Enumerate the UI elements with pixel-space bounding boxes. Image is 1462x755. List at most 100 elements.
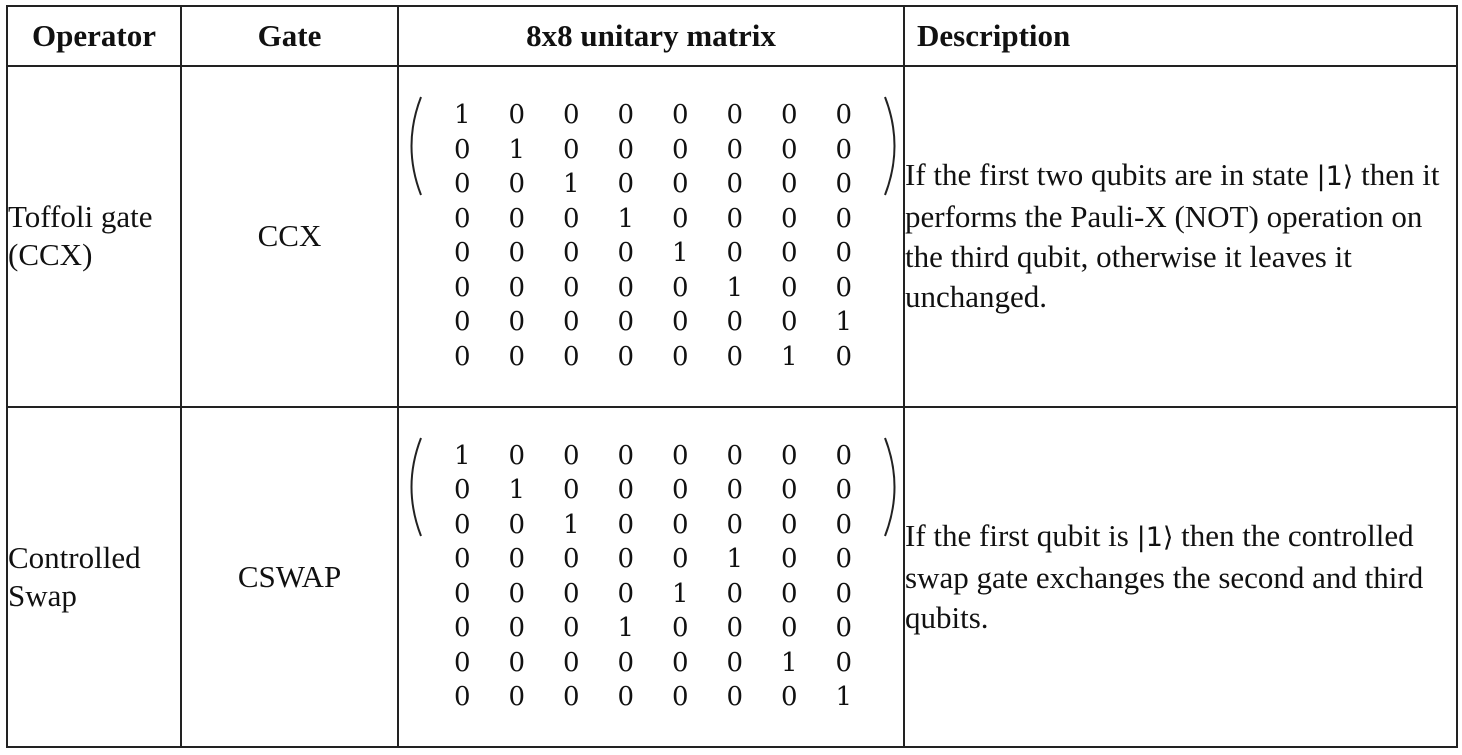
matrix-entry: 1 <box>835 682 853 713</box>
matrix-entry: 0 <box>835 100 853 131</box>
matrix-entry: 1 <box>508 475 526 506</box>
matrix-entry: 0 <box>780 682 798 713</box>
matrix-entry: 0 <box>835 169 853 200</box>
matrix-entry: 0 <box>671 272 689 303</box>
header-row: Operator Gate 8x8 unitary matrix Descrip… <box>6 5 1458 67</box>
matrix-entry: 0 <box>726 134 744 165</box>
matrix-entry: 0 <box>671 307 689 338</box>
matrix-entry: 0 <box>835 272 853 303</box>
header-description: Description <box>903 5 1458 67</box>
matrix-entry: 0 <box>835 341 853 372</box>
matrix-entry: 0 <box>617 341 635 372</box>
matrix-entry: 0 <box>671 100 689 131</box>
matrix-entry: 0 <box>508 341 526 372</box>
ket-one-symbol: |1⟩ <box>1136 521 1174 553</box>
matrix-entry: 0 <box>780 169 798 200</box>
matrix-entry: 0 <box>780 509 798 540</box>
matrix-entry: 0 <box>562 475 580 506</box>
gate-cell: CCX <box>180 65 399 408</box>
matrix-entry: 0 <box>562 647 580 678</box>
matrix-entry: 0 <box>508 613 526 644</box>
matrix-entry: 0 <box>453 544 471 575</box>
operator-name-line: (CCX) <box>8 237 93 273</box>
matrix-entry: 0 <box>453 647 471 678</box>
matrix-entry: 0 <box>780 613 798 644</box>
matrix-entry: 1 <box>671 238 689 269</box>
matrix-entry: 1 <box>780 647 798 678</box>
matrix-entry: 0 <box>726 341 744 372</box>
matrix-entry: 0 <box>835 544 853 575</box>
matrix-entry: 0 <box>562 341 580 372</box>
matrix-entry: 0 <box>726 509 744 540</box>
operator-cell: Controlled Swap <box>6 405 182 748</box>
matrix-entry: 0 <box>453 134 471 165</box>
matrix-entry: 0 <box>453 509 471 540</box>
matrix-entry: 0 <box>726 682 744 713</box>
description-text: then the controlled swap gate exchanges … <box>905 517 1424 635</box>
matrix-entry: 0 <box>671 440 689 471</box>
matrix-entry: 0 <box>617 544 635 575</box>
operator-cell: Toffoli gate (CCX) <box>6 65 182 408</box>
matrix-entry: 0 <box>562 134 580 165</box>
matrix-entry: 0 <box>726 613 744 644</box>
description-text: If the first qubit is <box>905 517 1137 553</box>
matrix-entry: 0 <box>453 578 471 609</box>
matrix-entry: 0 <box>835 647 853 678</box>
matrix-entry: 0 <box>780 272 798 303</box>
matrix-entry: 0 <box>617 475 635 506</box>
matrix-entry: 0 <box>780 307 798 338</box>
matrix-entry: 0 <box>835 509 853 540</box>
matrix-entry: 0 <box>671 341 689 372</box>
matrix-entry: 0 <box>508 682 526 713</box>
matrix-entry: 0 <box>671 647 689 678</box>
description-cell: If the first two qubits are in state |1⟩… <box>903 65 1458 408</box>
matrix-entry: 0 <box>726 238 744 269</box>
gates-table: Operator Gate 8x8 unitary matrix Descrip… <box>6 5 1458 748</box>
matrix-entry: 0 <box>617 100 635 131</box>
matrix-entry: 0 <box>726 169 744 200</box>
matrix-entry: 0 <box>453 475 471 506</box>
matrix-entry: 0 <box>453 203 471 234</box>
matrix-entry: 0 <box>453 272 471 303</box>
matrix-entry: 0 <box>835 134 853 165</box>
matrix-entry: 0 <box>780 100 798 131</box>
matrix-entry: 0 <box>780 238 798 269</box>
matrix-entry: 0 <box>617 169 635 200</box>
matrix-entry: 0 <box>671 203 689 234</box>
header-operator: Operator <box>6 5 182 67</box>
matrix-entry: 1 <box>835 307 853 338</box>
matrix-entry: 0 <box>671 475 689 506</box>
matrix-entry: 0 <box>508 647 526 678</box>
matrix-entry: 0 <box>617 682 635 713</box>
header-gate: Gate <box>180 5 399 67</box>
operator-name-line: Swap <box>8 577 77 613</box>
matrix-entry: 0 <box>562 272 580 303</box>
matrix-entry: 0 <box>617 272 635 303</box>
operator-name-line: Toffoli gate <box>8 199 153 235</box>
matrix-entry: 0 <box>617 238 635 269</box>
matrix-entry: 0 <box>453 307 471 338</box>
matrix-entry: 0 <box>726 440 744 471</box>
matrix-entry: 0 <box>562 682 580 713</box>
matrix-entry: 0 <box>508 440 526 471</box>
matrix-entry: 0 <box>508 578 526 609</box>
matrix-entry: 0 <box>617 647 635 678</box>
matrix-entry: 1 <box>508 134 526 165</box>
description-text: then it performs the Pauli-X (NOT) opera… <box>905 157 1440 315</box>
matrix-entry: 0 <box>835 475 853 506</box>
matrix-entry: 0 <box>562 100 580 131</box>
